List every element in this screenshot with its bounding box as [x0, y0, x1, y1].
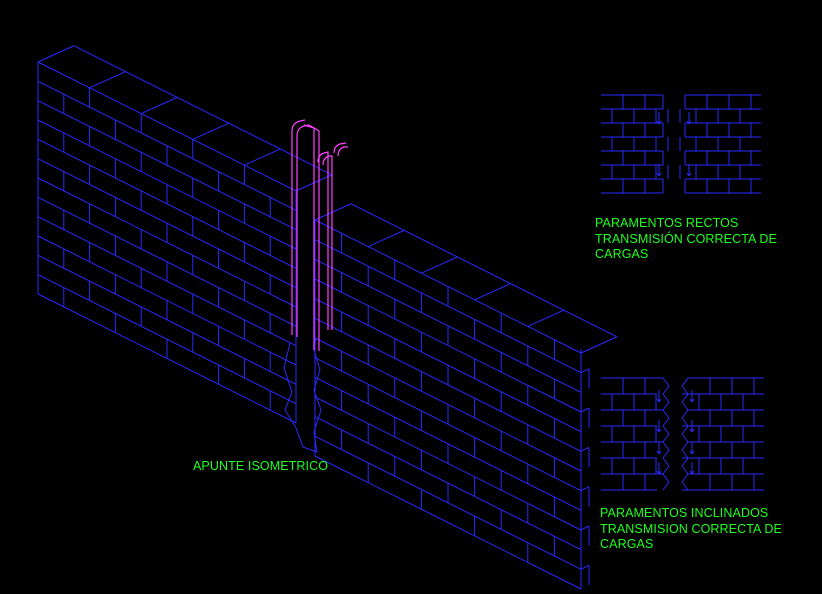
wall-joint-break [283, 337, 322, 453]
inclined-faces-line-2: TRANSMISION CORRECTA DE [600, 521, 782, 536]
brick-bond-details [601, 94, 764, 491]
left-wall [37, 45, 333, 424]
inclined-faces-line-3: CARGAS [600, 537, 654, 551]
isometric-brick-walls [37, 45, 618, 590]
inclined-bond-left [601, 377, 670, 491]
rebar-hooks [291, 119, 348, 351]
straight-faces-line-2: TRANSMISIÓN CORRECTA DE [595, 231, 777, 246]
inclined-faces-label: PARAMENTOS INCLINADOS TRANSMISION CORREC… [600, 506, 782, 553]
straight-bond-right [679, 94, 761, 194]
straight-faces-label: PARAMENTOS RECTOS TRANSMISIÓN CORRECTA D… [595, 216, 777, 263]
inclined-faces-line-1: PARAMENTOS INCLINADOS [600, 506, 769, 520]
straight-bond-left [601, 94, 669, 194]
isometric-sketch-label: APUNTE ISOMETRICO [193, 459, 329, 473]
right-wall [314, 203, 618, 590]
straight-faces-line-3: CARGAS [595, 247, 649, 261]
straight-faces-line-1: PARAMENTOS RECTOS [595, 216, 739, 230]
inclined-bond-right [681, 377, 764, 491]
